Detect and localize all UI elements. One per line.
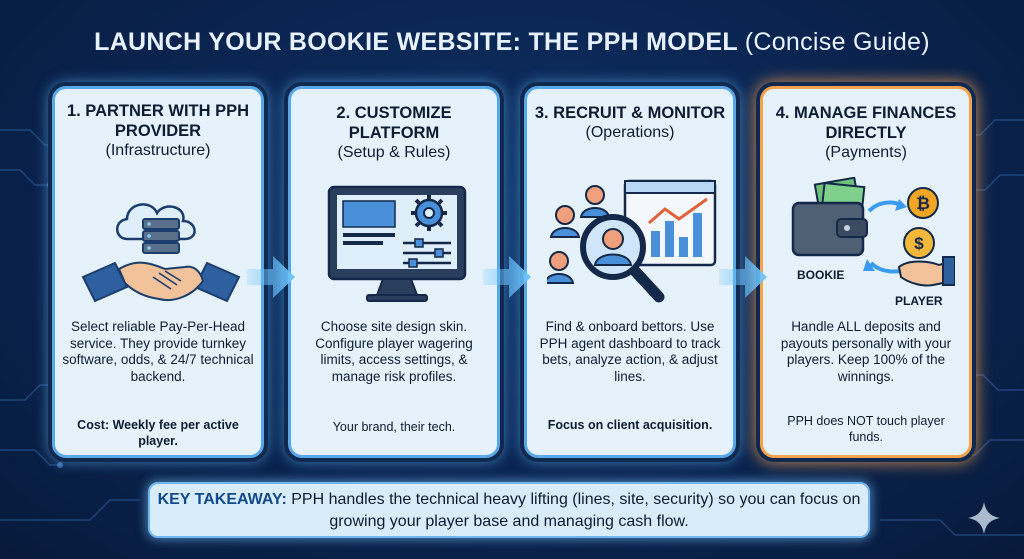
- step-1-body: Select reliable Pay-Per-Head service. Th…: [62, 319, 254, 384]
- recruit-monitor-illustration: [547, 179, 717, 303]
- step-card-3: 3. RECRUIT & MONITOR (Operations) Find &…: [524, 86, 736, 458]
- takeaway-label: KEY TAKEAWAY:: [157, 491, 287, 508]
- step-4-subheading: (Payments): [825, 144, 907, 161]
- dollar-coin-icon: $: [903, 227, 935, 259]
- handshake-icon: [81, 261, 241, 303]
- title-main: LAUNCH YOUR BOOKIE WEBSITE: THE PPH MODE…: [94, 28, 738, 56]
- title-sub: (Concise Guide): [744, 28, 930, 56]
- finances-illustration: BOOKIE ₿ $ PLAYER: [791, 177, 955, 308]
- step-3-note: Focus on client acquisition.: [547, 418, 713, 432]
- magnifier-users-icon: [547, 185, 665, 303]
- step-card-1: 1. PARTNER WITH PPH PROVIDER (Infrastruc…: [52, 86, 264, 458]
- cloud-handshake-illustration: [81, 203, 241, 303]
- step-card-4: 4. MANAGE FINANCES DIRECTLY (Payments) B…: [760, 86, 972, 458]
- sparkle-icon: [968, 502, 1000, 534]
- key-takeaway-box: KEY TAKEAWAY: PPH handles the technical …: [148, 482, 870, 538]
- step-3-subheading: (Operations): [585, 124, 675, 141]
- step-2-note: Your brand, their tech.: [332, 420, 456, 434]
- arrow-right-icon: [247, 256, 295, 298]
- dashboard-chart-icon: [623, 179, 717, 267]
- svg-text:₿: ₿: [916, 194, 930, 213]
- takeaway-text: PPH handles the technical heavy lifting …: [291, 491, 861, 530]
- arrow-right-icon: [483, 256, 531, 298]
- step-card-2: 2. CUSTOMIZE PLATFORM (Setup & Rules) Ch…: [288, 86, 500, 458]
- arrow-right-icon: [719, 256, 767, 298]
- cloud-server-icon: [116, 203, 196, 254]
- monitor-settings-icon: [327, 185, 467, 302]
- bookie-label: BOOKIE: [797, 268, 844, 282]
- bitcoin-icon: ₿: [907, 187, 939, 219]
- hand-icon: [897, 256, 955, 287]
- step-4-body: Handle ALL deposits and payouts personal…: [780, 319, 952, 384]
- step-4-note: PPH does NOT touch player funds.: [787, 414, 945, 444]
- page-title: LAUNCH YOUR BOOKIE WEBSITE: THE PPH MODE…: [0, 28, 1024, 57]
- step-2-body: Choose site design skin. Configure playe…: [315, 319, 473, 384]
- step-1-subheading: (Infrastructure): [105, 142, 211, 159]
- step-1-heading: 1. PARTNER WITH PPH PROVIDER: [66, 102, 250, 140]
- wallet-icon: [791, 177, 868, 257]
- step-1-note: Cost: Weekly fee per active player.: [77, 418, 239, 448]
- step-3-heading: 3. RECRUIT & MONITOR: [534, 104, 726, 122]
- step-4-heading: 4. MANAGE FINANCES DIRECTLY: [775, 104, 957, 142]
- step-3-body: Find & onboard bettors. Use PPH agent da…: [539, 319, 721, 384]
- step-2-heading: 2. CUSTOMIZE PLATFORM: [336, 104, 452, 142]
- svg-text:$: $: [914, 234, 924, 253]
- player-label: PLAYER: [895, 294, 943, 308]
- step-2-subheading: (Setup & Rules): [337, 144, 451, 161]
